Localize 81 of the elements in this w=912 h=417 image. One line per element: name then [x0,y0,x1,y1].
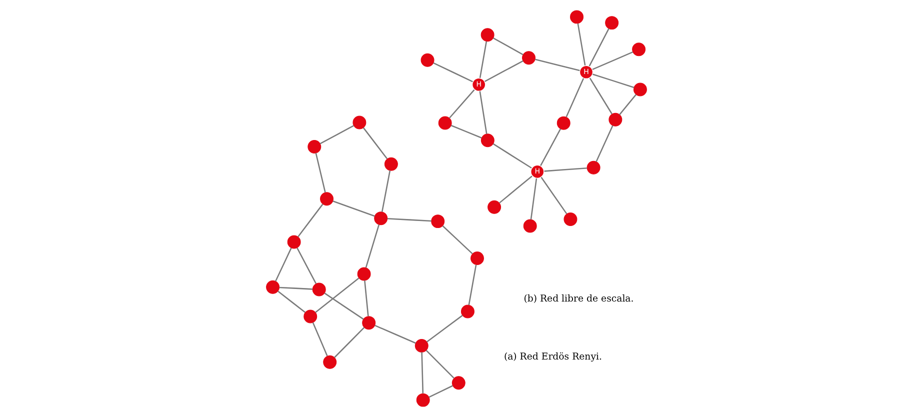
node-circle [362,316,376,330]
node-circle [322,355,336,369]
connector [362,127,388,160]
node-circle [604,16,618,30]
connector [540,128,561,166]
connector [324,292,364,320]
node-circle [266,280,280,294]
node-circle [608,112,622,126]
connector [364,224,380,268]
connector [296,248,316,284]
connector [448,89,474,119]
node-circle [563,212,577,226]
node-circle [586,160,600,174]
connector [314,152,326,193]
connector [426,314,462,342]
connector [468,264,476,306]
connector [314,278,359,313]
node-circle [480,28,494,42]
connector [534,58,580,72]
connector [420,352,424,394]
connector [297,204,323,238]
connector [278,286,312,290]
node-circle [303,310,317,324]
node-circle [522,51,535,65]
node-circle [632,82,646,96]
connector [530,178,537,220]
node-circle [480,134,494,148]
connector [618,94,636,116]
connector [374,324,416,344]
connector [312,322,328,356]
node-circle [487,200,501,214]
connector [592,74,634,88]
connector [492,143,532,169]
connector [588,28,609,66]
connector [544,167,586,172]
node-circle [556,116,570,130]
connector [442,225,472,254]
node-circle [320,192,333,206]
connector [576,23,586,66]
connector [277,290,306,313]
node-circle [632,42,646,56]
connector [319,125,354,144]
node-circle [460,304,474,318]
node-circle [451,376,465,390]
node-circle [438,116,452,130]
label: (a) Red Erdös Renyi. [503,351,602,362]
connector [484,60,523,82]
connector [274,248,292,282]
connector [565,78,584,118]
connector [478,41,487,78]
connector [478,91,487,134]
node-circle [356,267,370,281]
node-circle [416,393,430,407]
node-circle [470,252,484,266]
node-circle [384,157,398,171]
node-circle [570,10,583,24]
connector [364,280,368,316]
node-circle [352,116,366,130]
connector [588,78,612,114]
connector [498,176,532,204]
connector [432,62,472,82]
connector [595,125,613,162]
node-circle [312,282,326,296]
node-circle [414,338,428,352]
node-circle [522,219,536,233]
connector [428,385,452,398]
connector [380,170,390,212]
connector [386,218,431,222]
connector [334,327,364,358]
connector [450,124,482,138]
node-circle [307,140,321,154]
node-circle [430,214,444,228]
connector [592,51,632,70]
node-circle [420,53,434,67]
node-circle [286,235,300,249]
connector [332,200,374,217]
label: (b) Red libre de escala. [523,293,634,304]
connector [492,37,523,56]
connector [425,350,454,378]
node-circle [374,212,388,226]
connector [540,176,567,214]
